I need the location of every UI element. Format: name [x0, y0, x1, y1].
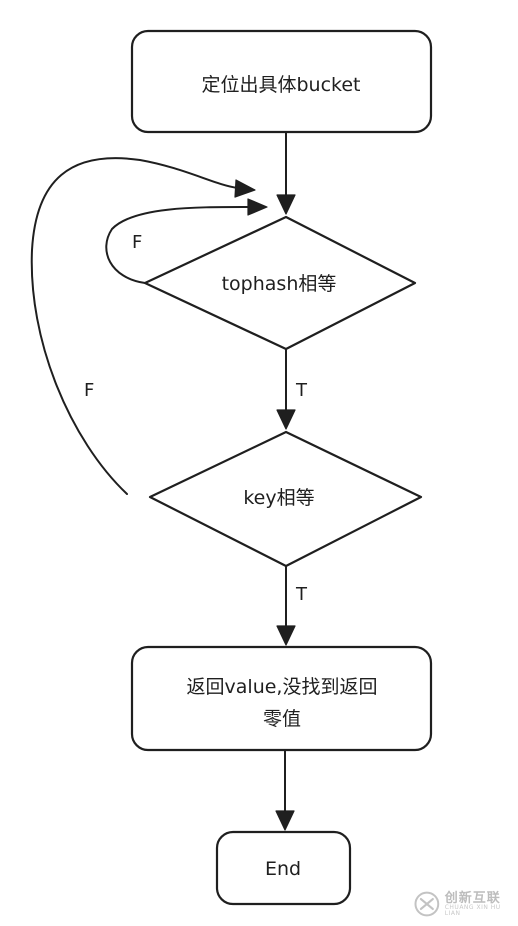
- edge-key-true: T: [276, 565, 308, 646]
- node-locate-bucket-box: [130, 29, 433, 134]
- watermark-text: 创新互联 CHUANG XIN HU LIAN: [445, 892, 518, 917]
- edge-tophash-false-label: F: [132, 232, 142, 253]
- edge-key-true-label: T: [295, 584, 308, 605]
- watermark-brand: 创新互联: [444, 890, 501, 906]
- arrowhead: [276, 625, 296, 646]
- node-tophash-equal: tophash相等: [143, 215, 417, 351]
- edge-tophash-true: T: [276, 349, 308, 430]
- edge-tophash-false: F: [105, 198, 268, 284]
- node-end: End: [215, 830, 352, 906]
- node-return-value: 返回value,没找到返回 零值: [130, 645, 433, 752]
- watermark-subtitle: CHUANG XIN HU LIAN: [444, 903, 501, 917]
- node-locate-bucket-label: 定位出具体bucket: [201, 74, 360, 96]
- edge-locate-to-tophash: [276, 132, 296, 215]
- node-return-value-label-line2: 零值: [263, 708, 301, 730]
- node-key-equal: key相等: [148, 430, 423, 568]
- watermark: 创新互联 CHUANG XIN HU LIAN: [414, 884, 518, 924]
- node-locate-bucket: 定位出具体bucket: [130, 29, 433, 134]
- node-tophash-equal-label: tophash相等: [222, 273, 337, 295]
- node-return-value-label-line1: 返回value,没找到返回: [187, 676, 378, 698]
- node-end-box: [215, 830, 352, 906]
- node-key-equal-label: key相等: [243, 487, 314, 509]
- arrowhead: [276, 409, 296, 430]
- arrowhead: [275, 810, 295, 831]
- brand-logo-icon: [414, 891, 440, 917]
- edge-tophash-true-label: T: [295, 380, 308, 401]
- arrowhead: [234, 179, 256, 198]
- arrowhead: [276, 194, 296, 215]
- node-end-label: End: [265, 858, 301, 880]
- node-return-value-box: [130, 645, 433, 752]
- edge-return-to-end: [275, 750, 295, 831]
- edge-key-false-label: F: [84, 380, 94, 401]
- edge-key-false: F: [30, 157, 256, 495]
- arrowhead: [247, 198, 268, 216]
